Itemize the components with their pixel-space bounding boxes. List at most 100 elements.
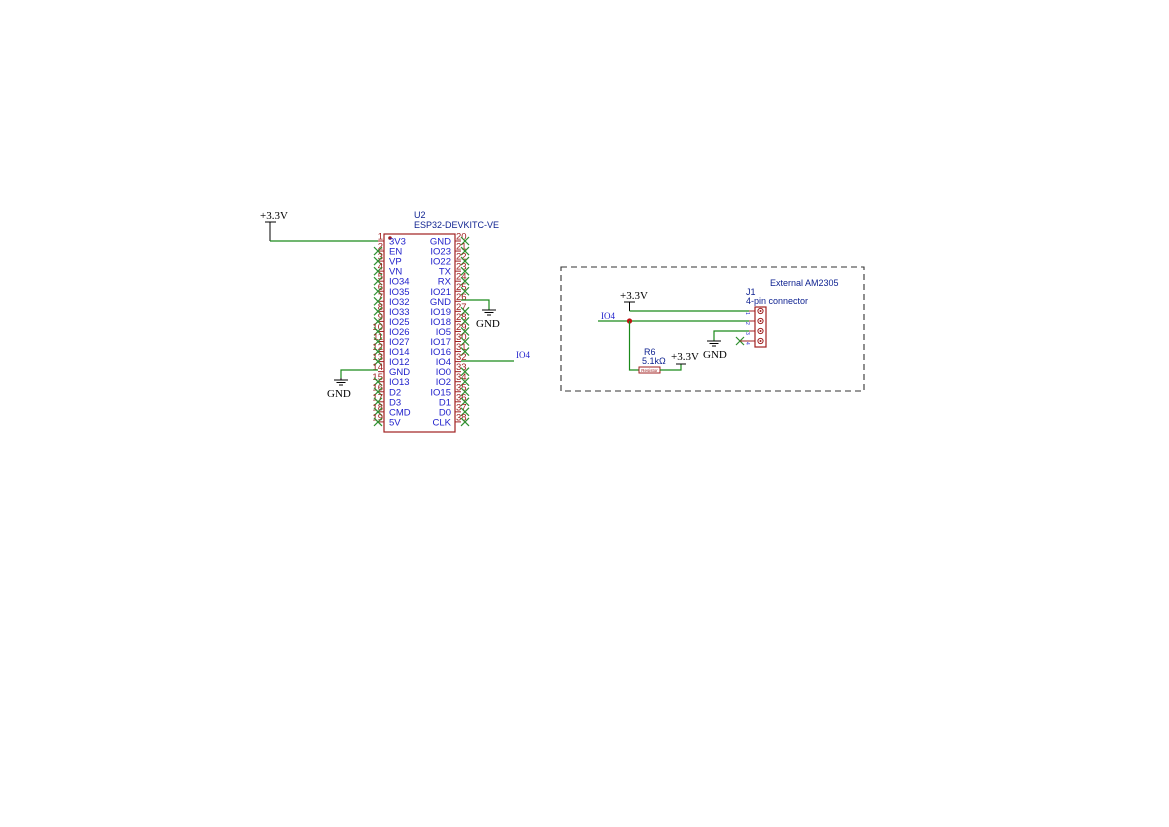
- power-3v3-main: +3.3V: [260, 210, 288, 241]
- external-box-title: External AM2305: [770, 278, 839, 288]
- u2-pin-number: 32: [456, 352, 467, 363]
- u2-pin-name: IO16: [430, 347, 451, 358]
- j1-pin-number: 3: [744, 332, 750, 335]
- u2-pin-name: GND: [389, 367, 410, 378]
- gnd-symbol-left: GND: [327, 378, 351, 400]
- u2-pin-name: TX: [439, 267, 452, 278]
- j1-pin-2[interactable]: 2: [744, 317, 764, 325]
- wire-io4-r6[interactable]: [628, 321, 640, 371]
- u2-pin-name: IO27: [389, 337, 410, 348]
- u2-pin-32[interactable]: 32 IO4: [436, 352, 467, 368]
- u2-pin-number: 9: [378, 312, 383, 323]
- u2-pin-name: IO2: [436, 377, 451, 388]
- u2-pin-number: 13: [372, 352, 383, 363]
- u2-pin-name: EN: [389, 247, 402, 258]
- r6-reference: R6: [644, 347, 656, 357]
- u2-pin-number: 7: [378, 292, 383, 303]
- u2-value: ESP32-DEVKITC-VE: [414, 220, 499, 230]
- u2-pin-number: 11: [373, 332, 383, 343]
- u2-pin-name: VP: [389, 257, 402, 268]
- u2-pin-name: D2: [389, 387, 401, 398]
- r6-resistor[interactable]: R6 5.1kΩ Resistor: [638, 347, 666, 374]
- power-3v3-box: +3.3V: [620, 290, 648, 311]
- u2-pin-name: IO22: [430, 257, 451, 268]
- j1-pin-3[interactable]: 3: [744, 327, 764, 335]
- u2-pin-name: IO26: [389, 327, 410, 338]
- wire-r6-3v3[interactable]: [660, 364, 682, 371]
- u2-pin-name: 3V3: [389, 237, 406, 248]
- u2-pin-2[interactable]: 2 EN: [373, 242, 402, 258]
- j1-pin-1[interactable]: 1: [744, 307, 764, 315]
- u2-pin-name: IO33: [389, 307, 410, 318]
- u2-pin-name: RX: [438, 277, 452, 288]
- u2-pin-name: CLK: [433, 417, 452, 428]
- j1-pin-number: 2: [744, 322, 750, 325]
- u2-pin-number: 15: [372, 372, 383, 383]
- u2-pin-number: 2: [378, 242, 383, 253]
- u2-pin-15[interactable]: 15 IO13: [372, 372, 409, 388]
- j1-pin-number: 1: [744, 312, 750, 315]
- u2-pin-name: IO32: [389, 297, 410, 308]
- u2-pin-name: IO23: [430, 247, 451, 258]
- u2-pin-name: IO12: [389, 357, 410, 368]
- u2-reference: U2: [414, 210, 426, 220]
- u2-pin-number: 12: [372, 342, 383, 353]
- u2-pin-11[interactable]: 11 IO27: [373, 332, 409, 348]
- u2-pin-name: IO18: [430, 317, 451, 328]
- external-am2305-box: [560, 266, 865, 392]
- u2-pin-name: IO34: [389, 277, 410, 288]
- u2-pin-number: 19: [372, 412, 383, 423]
- u2-pin-number: 6: [378, 282, 383, 293]
- u2-pin-name: IO13: [389, 377, 410, 388]
- net-label-io4-u2: IO4: [516, 350, 530, 360]
- u2-pin-13[interactable]: 13 IO12: [372, 352, 409, 368]
- wire-gnd-j1pin3[interactable]: [713, 330, 749, 341]
- wire-gnd-pin26[interactable]: [461, 299, 490, 310]
- j1-pins: 1 2 3 4: [744, 307, 764, 345]
- u2-pin-name: D0: [439, 407, 451, 418]
- u2-pin-7[interactable]: 7 IO32: [373, 292, 410, 308]
- u2-pin-name: IO4: [436, 357, 451, 368]
- u2-pin-3[interactable]: 3 VP: [373, 252, 402, 268]
- j1-pin-4[interactable]: 4: [744, 337, 764, 345]
- u2-pin-name: D1: [439, 397, 451, 408]
- power-3v3-r6-label: +3.3V: [671, 351, 699, 363]
- wire-gnd-pin14[interactable]: [340, 369, 378, 378]
- u2-pin-number: 3: [378, 252, 383, 263]
